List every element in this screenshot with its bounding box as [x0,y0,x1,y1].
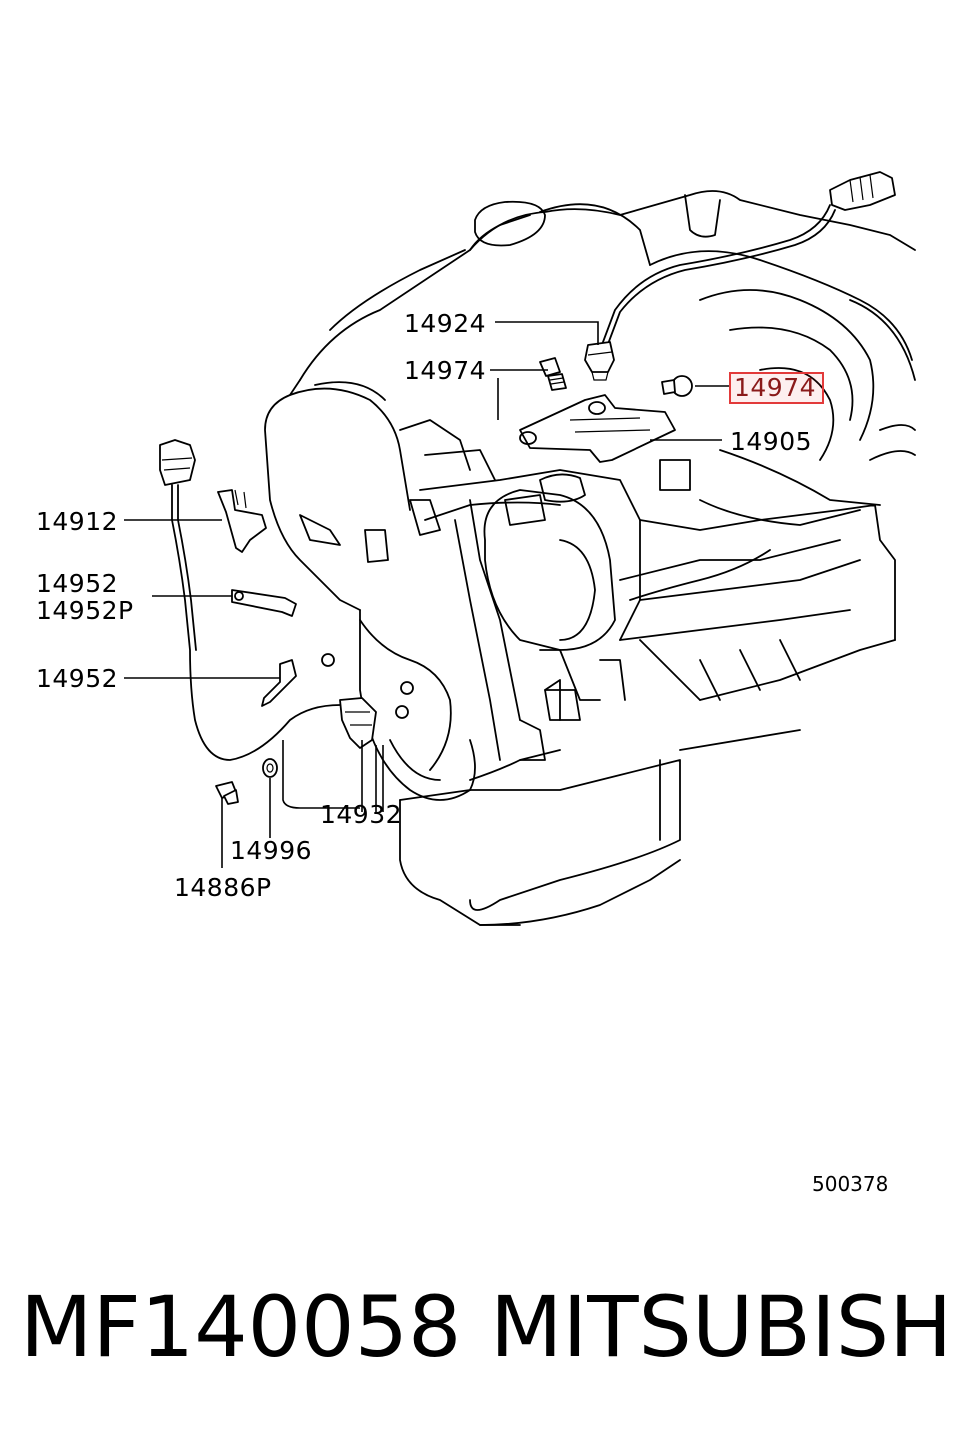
part-14912-bracket [217,489,267,553]
callout-14974-highlighted[interactable]: 14974 [729,372,825,404]
engine-block-outline [264,171,916,926]
callout-14952p: 14952P [36,596,134,625]
part-14974-bolt-right [661,375,693,397]
callout-14996: 14996 [230,836,313,865]
footer: MF140058 MITSUBISHI [20,1278,960,1395]
callout-14912: 14912 [36,507,119,536]
part-14952-clip [261,659,297,707]
callout-14886p: 14886P [174,873,272,902]
engine-diagram [124,171,916,926]
part-14952-clamp [231,589,297,617]
part-14905-bracket [519,394,676,463]
callout-14932: 14932 [320,800,403,829]
part-14924-sensor [584,341,615,381]
leader-lines [124,321,730,868]
diagram-code: 500378 [812,1172,889,1196]
part-14932-sensor [339,697,377,749]
callout-14952-a: 14952 [36,569,119,598]
part-14912-sensor [159,439,341,761]
callout-14952-b: 14952 [36,664,119,693]
callout-14974-left: 14974 [404,356,487,385]
brand-name: MITSUBISHI [490,1278,960,1376]
part-14974-bolt-left [539,357,567,391]
callout-14905: 14905 [730,427,813,456]
part-14996-nut [262,758,278,778]
callout-14924: 14924 [404,309,487,338]
part-number: MF140058 [20,1278,462,1376]
part-14886p-bolt [215,781,239,805]
